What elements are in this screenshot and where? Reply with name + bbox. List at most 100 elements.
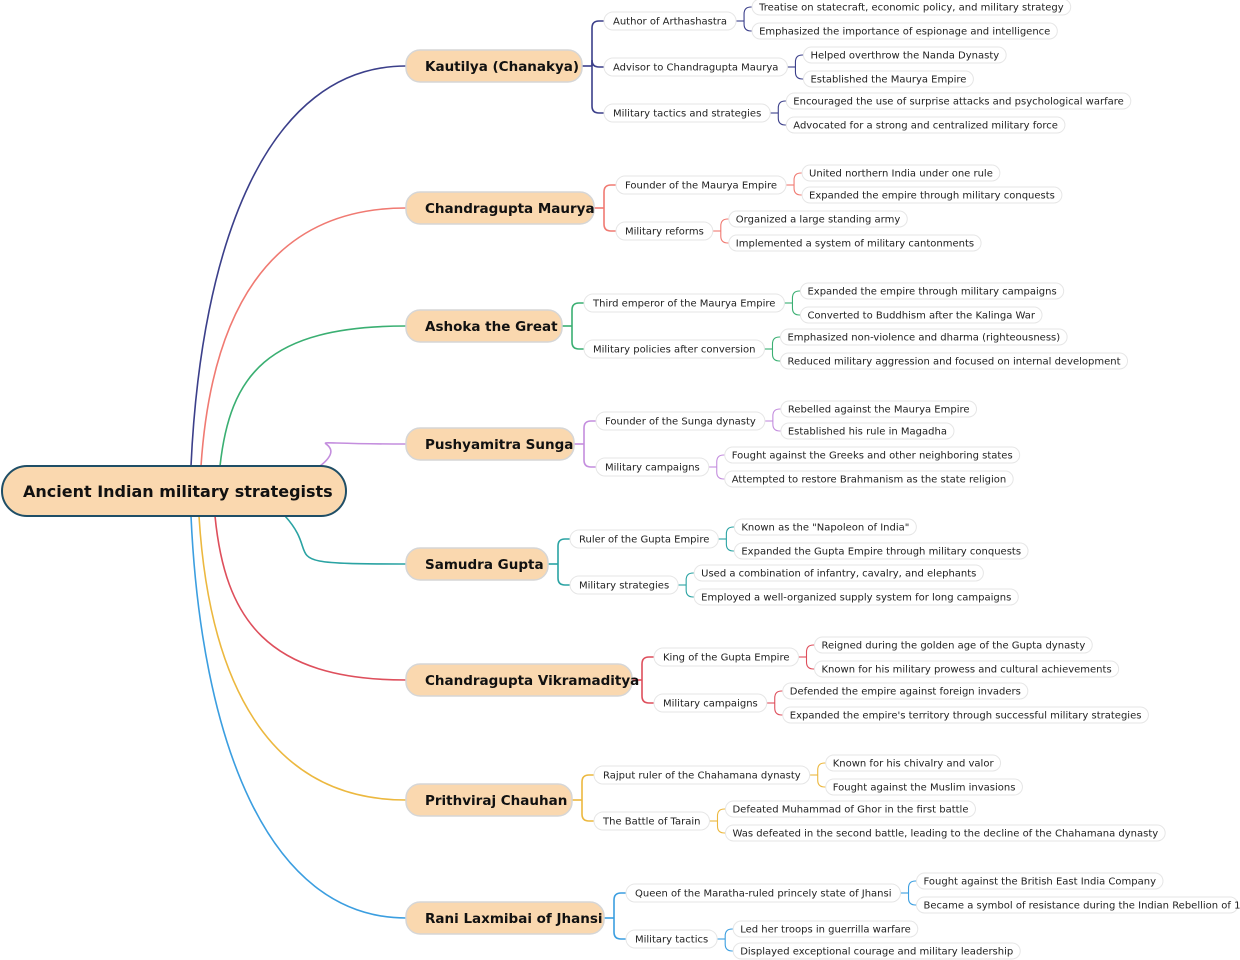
leaf-2-0-1[interactable]: Converted to Buddhism after the Kalinga … bbox=[799, 306, 1043, 324]
leaf-0-2-0[interactable]: Encouraged the use of surprise attacks a… bbox=[785, 92, 1132, 110]
leaf-0-1-1[interactable]: Established the Maurya Empire bbox=[802, 70, 974, 88]
leaf-0-1-0[interactable]: Helped overthrow the Nanda Dynasty bbox=[802, 46, 1007, 64]
sub-bracket-0-arm-1 bbox=[591, 59, 604, 68]
leaf-bracket-0-1 bbox=[787, 54, 808, 80]
main-topic-5[interactable]: Chandragupta Vikramaditya bbox=[405, 663, 639, 697]
leaf-label: Employed a well-organized supply system … bbox=[701, 593, 1011, 604]
leaf-label: Expanded the Gupta Empire through milita… bbox=[741, 547, 1021, 558]
subtopic-2-0[interactable]: Third emperor of the Maurya Empire bbox=[583, 293, 785, 313]
subtopic-1-1[interactable]: Military reforms bbox=[615, 221, 714, 241]
leaf-6-1-0[interactable]: Defeated Muhammad of Ghor in the first b… bbox=[724, 800, 976, 818]
leaf-3-0-0[interactable]: Rebelled against the Maurya Empire bbox=[780, 400, 978, 418]
subtopic-6-1[interactable]: The Battle of Tarain bbox=[593, 811, 710, 831]
sub-bracket-1-arm-1 bbox=[603, 208, 616, 232]
leaf-1-1-0[interactable]: Organized a large standing army bbox=[728, 210, 908, 228]
subtopic-4-0[interactable]: Ruler of the Gupta Empire bbox=[569, 529, 719, 549]
subtopic-2-1[interactable]: Military policies after conversion bbox=[583, 339, 765, 359]
subtopic-box bbox=[625, 929, 718, 949]
subtopic-box bbox=[653, 693, 768, 713]
leaf-label: Displayed exceptional courage and milita… bbox=[740, 947, 1013, 958]
main-topic-1[interactable]: Chandragupta Maurya bbox=[405, 191, 595, 225]
leaf-bracket-4-1-arm-0 bbox=[685, 572, 699, 585]
subtopic-label: Military tactics and strategies bbox=[613, 109, 761, 120]
leaf-0-0-0[interactable]: Treatise on statecraft, economic policy,… bbox=[751, 0, 1072, 16]
subtopic-6-0[interactable]: Rajput ruler of the Chahamana dynasty bbox=[593, 765, 811, 785]
main-topic-7[interactable]: Rani Laxmibai of Jhansi bbox=[405, 901, 605, 935]
sub-bracket-5-arm-1 bbox=[641, 680, 654, 704]
subtopic-5-1[interactable]: Military campaigns bbox=[653, 693, 768, 713]
main-topic-2[interactable]: Ashoka the Great bbox=[405, 309, 563, 343]
leaf-box bbox=[799, 306, 1043, 324]
subtopic-3-1[interactable]: Military campaigns bbox=[595, 457, 710, 477]
leaf-7-0-0[interactable]: Fought against the British East India Co… bbox=[916, 872, 1164, 890]
leaf-2-1-1[interactable]: Reduced military aggression and focused … bbox=[779, 352, 1129, 370]
leaf-4-1-0[interactable]: Used a combination of infantry, cavalry,… bbox=[693, 564, 984, 582]
main-topic-4[interactable]: Samudra Gupta bbox=[405, 547, 549, 581]
root-node[interactable]: Ancient Indian military strategists bbox=[1, 465, 347, 517]
leaf-7-1-1[interactable]: Displayed exceptional courage and milita… bbox=[732, 942, 1021, 960]
leaf-box bbox=[724, 470, 1014, 488]
subtopic-5-0[interactable]: King of the Gupta Empire bbox=[653, 647, 799, 667]
leaf-5-1-1[interactable]: Expanded the empire's territory through … bbox=[782, 706, 1149, 724]
leaf-3-0-1[interactable]: Established his rule in Magadha bbox=[780, 422, 955, 440]
subtopic-0-0[interactable]: Author of Arthashastra bbox=[603, 11, 737, 31]
subtopic-label: Rajput ruler of the Chahamana dynasty bbox=[603, 771, 801, 782]
main-topic-6[interactable]: Prithviraj Chauhan bbox=[405, 783, 573, 817]
leaf-box bbox=[724, 446, 1021, 464]
subtopic-label: King of the Gupta Empire bbox=[663, 653, 790, 664]
leaf-4-0-1[interactable]: Expanded the Gupta Empire through milita… bbox=[733, 542, 1029, 560]
main-topic-0[interactable]: Kautilya (Chanakya) bbox=[405, 49, 583, 83]
main-topic-3[interactable]: Pushyamitra Sunga bbox=[405, 427, 575, 461]
leaf-label: Fought against the Muslim invasions bbox=[833, 783, 1016, 794]
leaf-0-2-1[interactable]: Advocated for a strong and centralized m… bbox=[785, 116, 1066, 134]
leaf-1-0-0[interactable]: United northern India under one rule bbox=[801, 164, 1001, 182]
leaf-bracket-4-1-arm-1 bbox=[685, 585, 699, 598]
leaf-2-0-0[interactable]: Expanded the empire through military cam… bbox=[799, 282, 1065, 300]
leaf-3-1-1[interactable]: Attempted to restore Brahmanism as the s… bbox=[724, 470, 1014, 488]
leaf-box bbox=[733, 542, 1029, 560]
leaf-bracket-7-1-arm-0 bbox=[724, 928, 738, 939]
leaf-0-0-1[interactable]: Emphasized the importance of espionage a… bbox=[751, 22, 1058, 40]
leaf-box bbox=[802, 46, 1007, 64]
subtopic-7-1[interactable]: Military tactics bbox=[625, 929, 718, 949]
leaf-box bbox=[825, 754, 1002, 772]
leaf-4-1-1[interactable]: Employed a well-organized supply system … bbox=[693, 588, 1019, 606]
subtopic-3-0[interactable]: Founder of the Sunga dynasty bbox=[595, 411, 766, 431]
subtopic-1-0[interactable]: Founder of the Maurya Empire bbox=[615, 175, 787, 195]
leaf-bracket-5-1-arm-1 bbox=[774, 703, 787, 716]
subtopic-7-0[interactable]: Queen of the Maratha-ruled princely stat… bbox=[625, 883, 902, 903]
subtopic-0-2[interactable]: Military tactics and strategies bbox=[603, 103, 771, 123]
leaf-box bbox=[724, 800, 976, 818]
leaf-4-0-0[interactable]: Known as the "Napoleon of India" bbox=[733, 518, 917, 536]
subtopic-box bbox=[615, 175, 787, 195]
leaf-bracket-4-0-arm-0 bbox=[725, 526, 739, 539]
subtopic-4-1[interactable]: Military strategies bbox=[569, 575, 679, 595]
leaf-label: Established the Maurya Empire bbox=[810, 75, 966, 86]
subtopic-label: Military tactics bbox=[635, 935, 708, 946]
leaf-label: Expanded the empire through military con… bbox=[809, 191, 1055, 202]
leaf-5-1-0[interactable]: Defended the empire against foreign inva… bbox=[782, 682, 1029, 700]
leaf-6-0-0[interactable]: Known for his chivalry and valor bbox=[825, 754, 1002, 772]
leaf-6-0-1[interactable]: Fought against the Muslim invasions bbox=[825, 778, 1023, 796]
sub-bracket-6-arm-0 bbox=[581, 774, 594, 800]
branch-connector-7 bbox=[190, 515, 407, 919]
subtopic-0-1[interactable]: Advisor to Chandragupta Maurya bbox=[603, 57, 788, 77]
leaf-7-1-0[interactable]: Led her troops in guerrilla warfare bbox=[732, 920, 919, 938]
sub-bracket-4 bbox=[548, 538, 570, 586]
leaf-label: Emphasized non-violence and dharma (righ… bbox=[787, 333, 1060, 344]
leaf-3-1-0[interactable]: Fought against the Greeks and other neig… bbox=[724, 446, 1021, 464]
leaf-1-1-1[interactable]: Implemented a system of military cantonm… bbox=[728, 234, 982, 252]
leaf-label: Expanded the empire through military cam… bbox=[807, 287, 1056, 298]
leaf-box bbox=[724, 824, 1166, 842]
subtopic-label: Founder of the Maurya Empire bbox=[625, 181, 777, 192]
root-node-label: Ancient Indian military strategists bbox=[23, 482, 333, 501]
sub-bracket-7-arm-0 bbox=[613, 892, 626, 918]
leaf-5-0-0[interactable]: Reigned during the golden age of the Gup… bbox=[814, 636, 1093, 654]
leaf-bracket-2-0-arm-1 bbox=[791, 303, 805, 316]
leaf-5-0-1[interactable]: Known for his military prowess and cultu… bbox=[814, 660, 1120, 678]
leaf-6-1-1[interactable]: Was defeated in the second battle, leadi… bbox=[724, 824, 1166, 842]
leaf-2-1-0[interactable]: Emphasized non-violence and dharma (righ… bbox=[779, 328, 1068, 346]
leaf-7-0-1[interactable]: Became a symbol of resistance during the… bbox=[916, 896, 1240, 914]
leaf-1-0-1[interactable]: Expanded the empire through military con… bbox=[801, 186, 1063, 204]
sub-bracket-6 bbox=[572, 774, 594, 822]
